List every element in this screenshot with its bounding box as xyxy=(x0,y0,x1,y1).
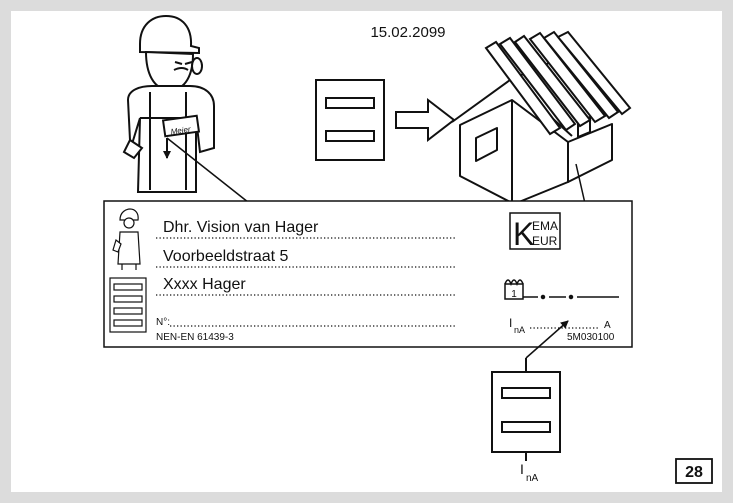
bottom-current-symbol: I xyxy=(520,461,524,477)
installer-badge: Meier xyxy=(170,125,191,137)
svg-text:K: K xyxy=(513,216,534,252)
current-subscript: nA xyxy=(514,325,525,335)
part-number: 5M030100 xyxy=(567,332,615,343)
current-unit: A xyxy=(604,320,611,331)
page-number: 28 xyxy=(685,464,703,481)
installer-mini-icon xyxy=(112,208,141,270)
svg-text:EMA: EMA xyxy=(532,219,558,233)
installer-figure xyxy=(122,14,215,193)
bottom-current-subscript: nA xyxy=(526,473,539,484)
roof-rafters xyxy=(484,30,632,136)
label-name: Dhr. Vision van Hager xyxy=(163,219,319,236)
kema-keur-mark: K EMA EUR xyxy=(509,212,561,252)
board-mini-icon xyxy=(109,277,147,333)
svg-text:EUR: EUR xyxy=(532,234,558,248)
rcd-symbol-icon xyxy=(504,279,619,300)
rcd-symbol-digit: 1 xyxy=(511,289,517,300)
current-symbol: I xyxy=(509,316,512,330)
house-icon xyxy=(451,51,626,205)
label-number-field: N°: xyxy=(156,317,170,328)
label-city: Xxxx Hager xyxy=(163,276,246,293)
distribution-board-top xyxy=(315,79,385,161)
label-street: Voorbeeldstraat 5 xyxy=(163,248,289,265)
page-number-box xyxy=(675,458,713,484)
date-label: 15.02.2099 xyxy=(370,24,445,41)
board-arrow xyxy=(525,320,569,359)
distribution-board-bottom xyxy=(491,358,561,461)
name-arrow xyxy=(166,137,259,211)
label-standard: NEN-EN 61439-3 xyxy=(156,332,234,343)
flow-arrow xyxy=(395,97,456,143)
